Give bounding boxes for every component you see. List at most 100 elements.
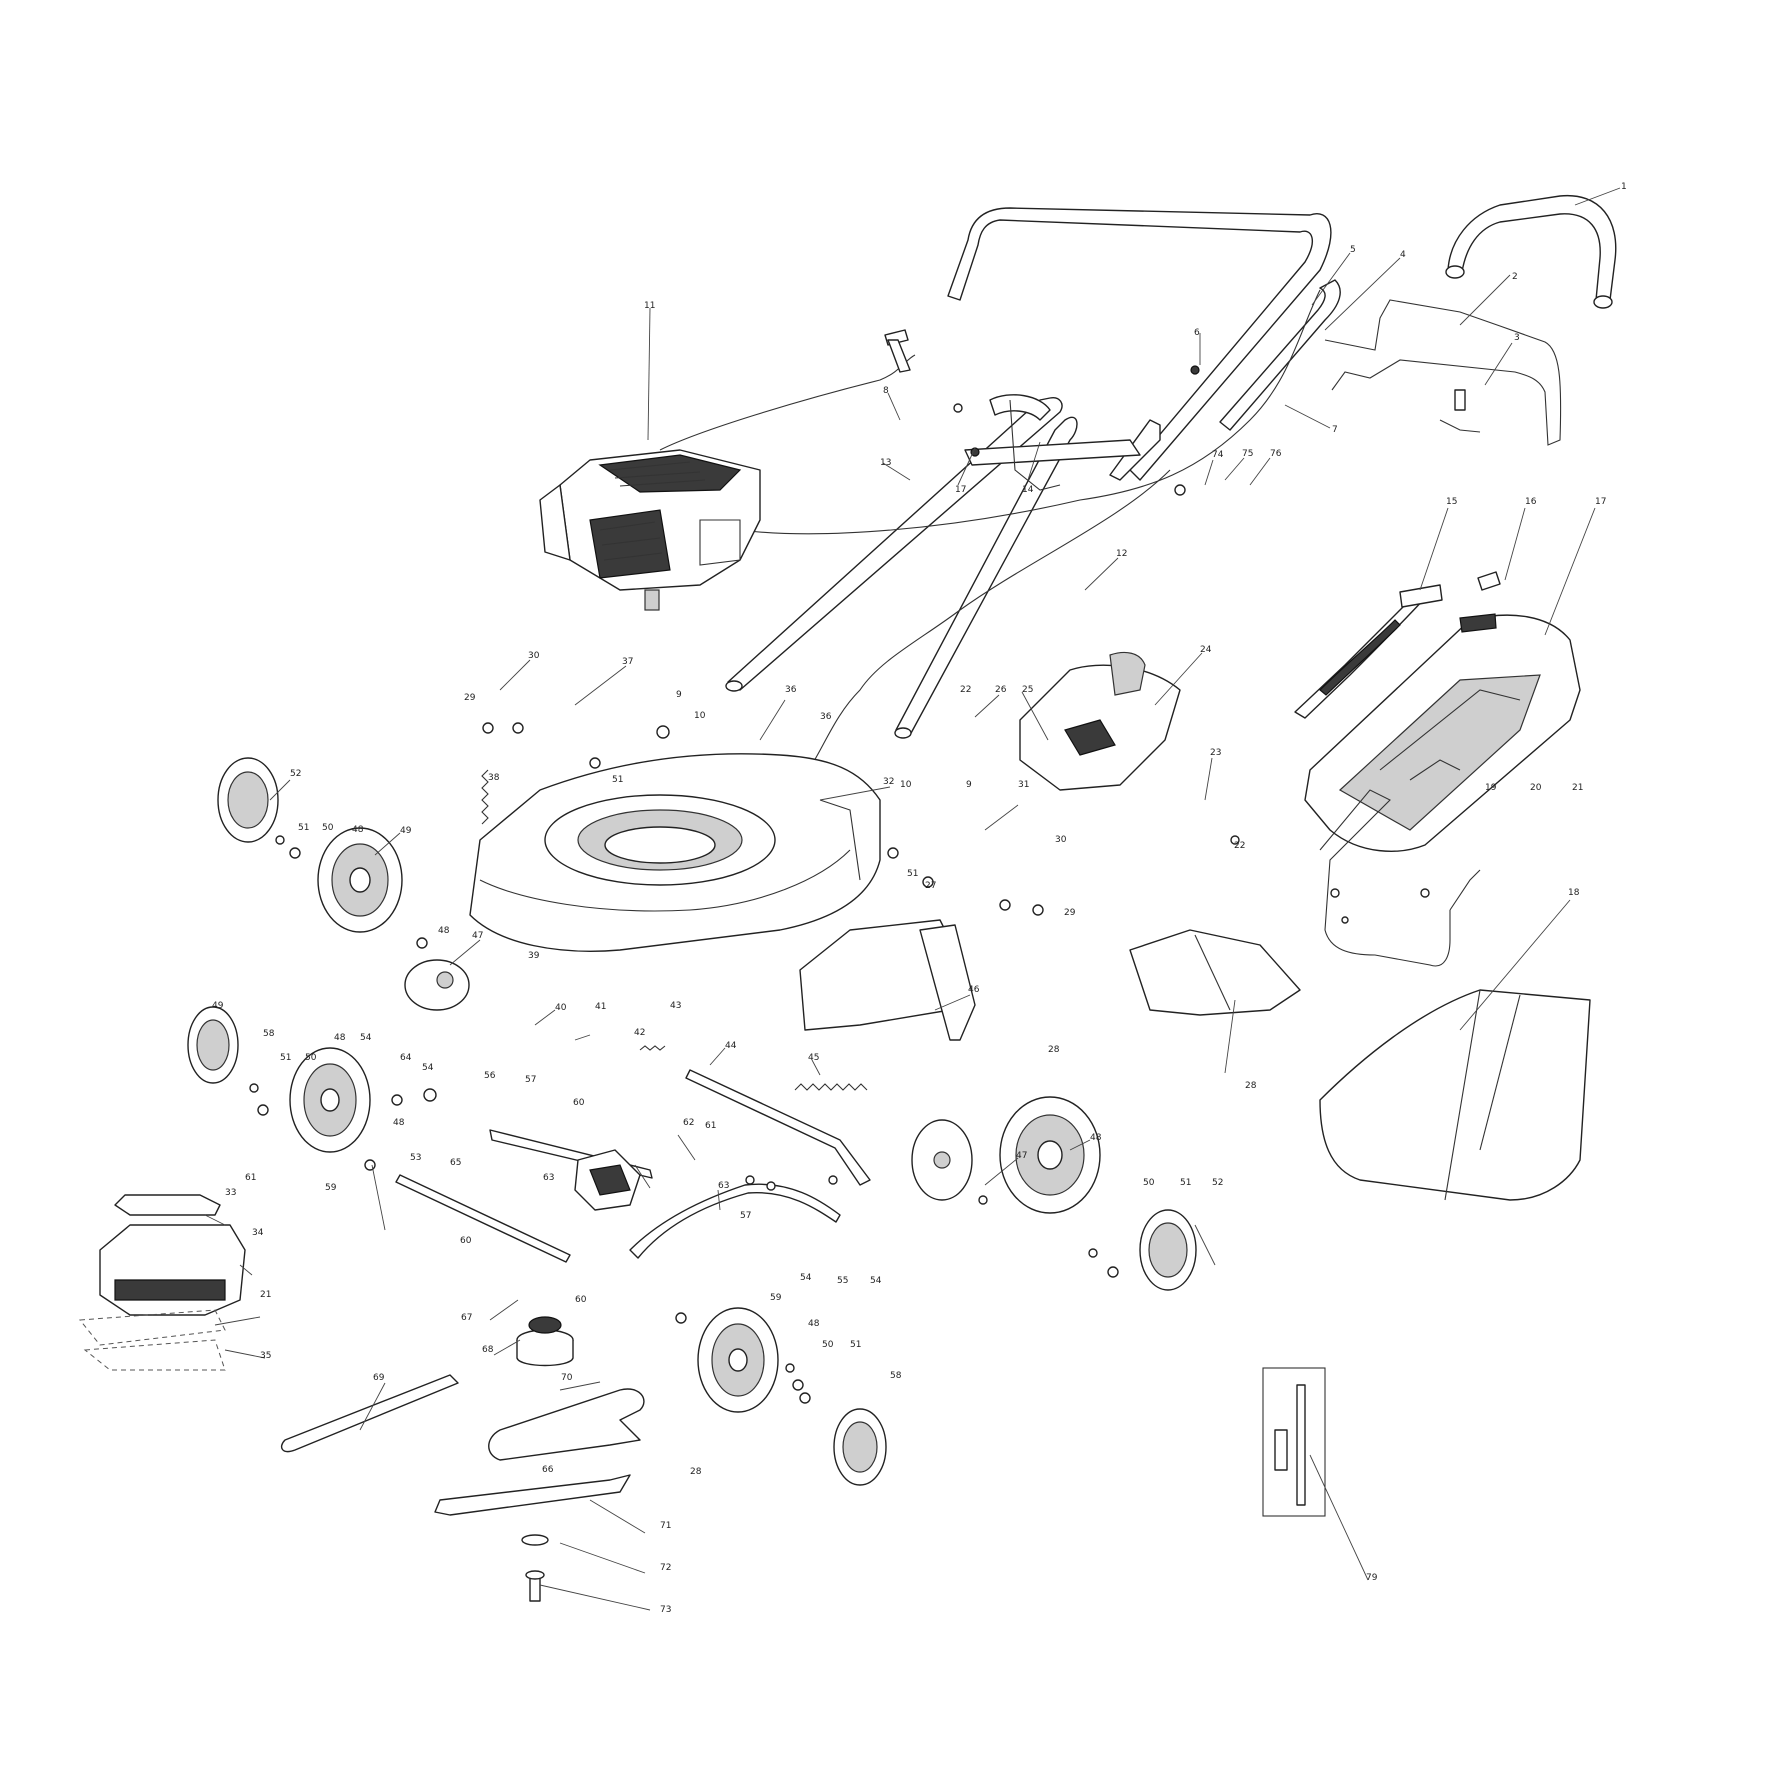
blade-washer-bolt (521, 1534, 549, 1602)
callout-label: 19 (1485, 783, 1497, 793)
callout-label: 70 (561, 1373, 573, 1383)
callout-label: 47 (472, 931, 483, 941)
callout-label: 39 (528, 951, 540, 961)
callout-label: 15 (1446, 497, 1457, 507)
callout-label: 41 (595, 1002, 606, 1012)
callout-label: 60 (573, 1098, 585, 1108)
callout-label: 48 (1090, 1133, 1102, 1143)
mulch-plug (1019, 651, 1181, 791)
callout-label: 33 (225, 1188, 236, 1198)
springs (481, 769, 868, 1091)
callout-label: 51 (850, 1340, 861, 1350)
lower-handle-tubes (725, 394, 1161, 739)
callout-label: 61 (245, 1173, 256, 1183)
mower-deck (469, 753, 881, 952)
upper-handle-bar (1445, 194, 1617, 309)
callout-label: 55 (837, 1276, 848, 1286)
callout-label: 37 (622, 657, 633, 667)
gearbox (574, 1149, 641, 1211)
callout-label: 35 (260, 1351, 271, 1361)
callout-label: 10 (900, 780, 912, 790)
carry-handle (1294, 571, 1501, 719)
callout-label: 50 (322, 823, 334, 833)
rear-wheel-right (999, 1096, 1101, 1214)
callout-label: 48 (352, 825, 364, 835)
hubcap-front-left (187, 1006, 239, 1084)
callout-label: 46 (968, 985, 980, 995)
hubcap-rear-left (217, 757, 279, 843)
callout-label: 28 (1048, 1045, 1060, 1055)
callout-label: 65 (450, 1158, 461, 1168)
callout-label: 76 (1270, 449, 1282, 459)
callout-label: 69 (373, 1373, 385, 1383)
hubcap-rear-right (1139, 1209, 1197, 1291)
callout-label: 60 (460, 1236, 472, 1246)
callout-label: 21 (1572, 783, 1583, 793)
callout-label: 29 (1064, 908, 1076, 918)
callout-label: 73 (660, 1605, 671, 1615)
callout-label: 48 (393, 1118, 405, 1128)
callout-label: 16 (1525, 497, 1537, 507)
callout-label: 6 (1194, 328, 1200, 338)
rear-wheel-left (317, 827, 403, 933)
callout-label: 43 (670, 1001, 681, 1011)
callout-label: 28 (690, 1467, 702, 1477)
callout-label: 48 (808, 1319, 820, 1329)
callout-label: 50 (305, 1053, 317, 1063)
callout-label: 9 (676, 690, 682, 700)
callout-label: 29 (464, 693, 476, 703)
callout-label: 67 (461, 1313, 472, 1323)
callout-label: 50 (1143, 1178, 1155, 1188)
callout-label: 54 (870, 1276, 882, 1286)
callout-label: 74 (1212, 450, 1224, 460)
callout-label: 51 (280, 1053, 291, 1063)
callout-label: 47 (1016, 1151, 1027, 1161)
callout-label: 30 (528, 651, 540, 661)
callout-label: 32 (883, 777, 894, 787)
bag-frame-wire (1319, 789, 1481, 967)
callout-label: 30 (1055, 835, 1067, 845)
callout-label: 23 (1210, 748, 1221, 758)
engine (539, 449, 761, 611)
callout-label: 40 (555, 1003, 567, 1013)
callout-label: 51 (907, 869, 918, 879)
hubcap-front-right (833, 1408, 887, 1486)
tool-kit-box (1262, 1367, 1326, 1517)
callout-label: 5 (1350, 245, 1356, 255)
callout-label: 1 (1621, 182, 1627, 192)
wheel-gear-disc-left (404, 959, 470, 1011)
callout-label: 51 (612, 775, 623, 785)
callout-leaders (204, 187, 1621, 1611)
belt-pulley (516, 1316, 574, 1367)
grass-bag (1319, 989, 1591, 1201)
drive-axle (395, 1069, 871, 1263)
callout-label: 50 (822, 1340, 834, 1350)
callout-label: 54 (422, 1063, 434, 1073)
wheel-gear-disc-right (911, 1119, 973, 1201)
grass-bag-cover (1304, 613, 1581, 852)
callout-label: 20 (1530, 783, 1542, 793)
callout-label: 72 (660, 1563, 671, 1573)
callout-label: 2 (1512, 272, 1518, 282)
callout-label: 49 (400, 826, 412, 836)
callout-label: 28 (1245, 1081, 1257, 1091)
callout-label: 48 (334, 1033, 346, 1043)
callout-label: 36 (785, 685, 797, 695)
control-bar (1324, 299, 1562, 446)
callout-label: 54 (800, 1273, 812, 1283)
callout-label: 61 (705, 1121, 716, 1131)
callout-label: 48 (438, 926, 450, 936)
callout-label: 10 (694, 711, 706, 721)
callout-label: 59 (770, 1293, 782, 1303)
callout-label: 24 (1200, 645, 1212, 655)
callout-labels: 1 2 3 4 5 6 7 8 11 13 17 14 74 75 76 12 … (212, 182, 1627, 1615)
callout-label: 22 (1234, 841, 1245, 851)
front-wheel-left (289, 1047, 371, 1153)
callout-label: 11 (644, 301, 655, 311)
callout-label: 52 (290, 769, 301, 779)
callout-label: 58 (890, 1371, 902, 1381)
callout-label: 36 (820, 712, 832, 722)
callout-label: 45 (808, 1053, 819, 1063)
callout-label: 9 (966, 780, 972, 790)
